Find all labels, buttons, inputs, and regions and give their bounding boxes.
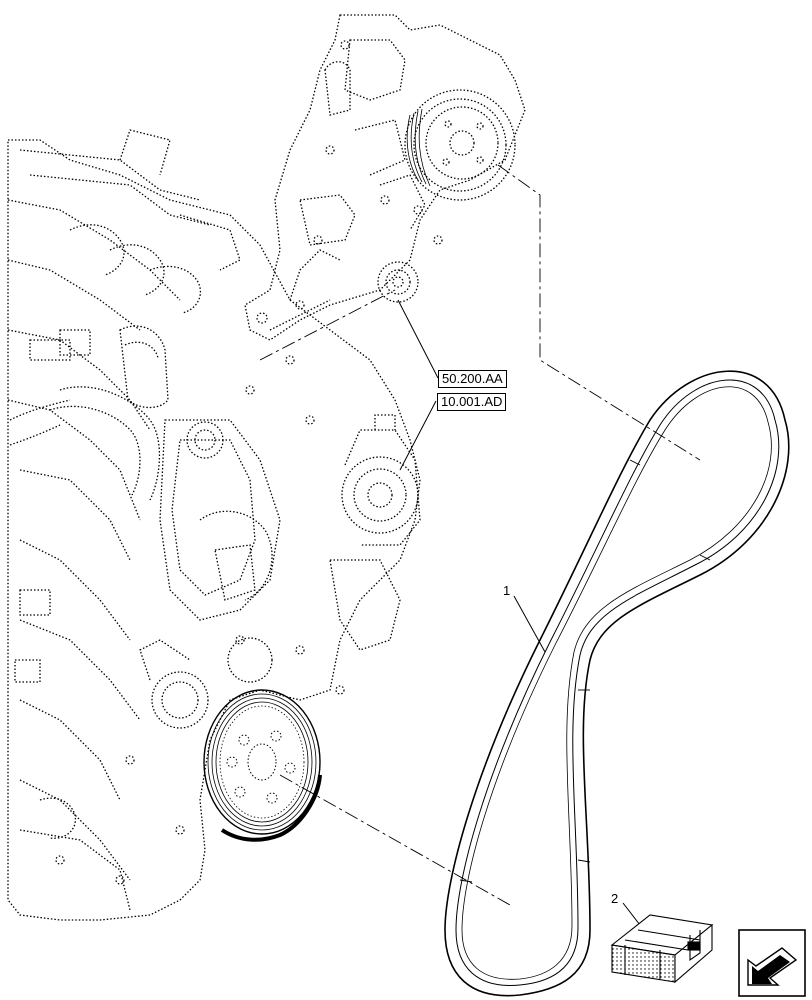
- center-lines: [259, 164, 701, 906]
- upper-assembly: [244, 14, 526, 341]
- kit-box: [610, 914, 714, 984]
- reference-label-10-001-ad[interactable]: 10.001.AD: [437, 393, 507, 411]
- drive-belt: [444, 370, 790, 997]
- arrow-nav-icon[interactable]: [738, 929, 806, 997]
- reference-label-50-200-aa[interactable]: 50.200.AA: [438, 370, 507, 388]
- engine-block: [7, 129, 421, 921]
- compressor-pulley-grooves: [406, 108, 431, 187]
- leader-lines: [397, 299, 641, 926]
- callout-number-2: 2: [611, 891, 619, 906]
- callout-number-1: 1: [503, 583, 511, 598]
- crankshaft-damper: [203, 689, 322, 842]
